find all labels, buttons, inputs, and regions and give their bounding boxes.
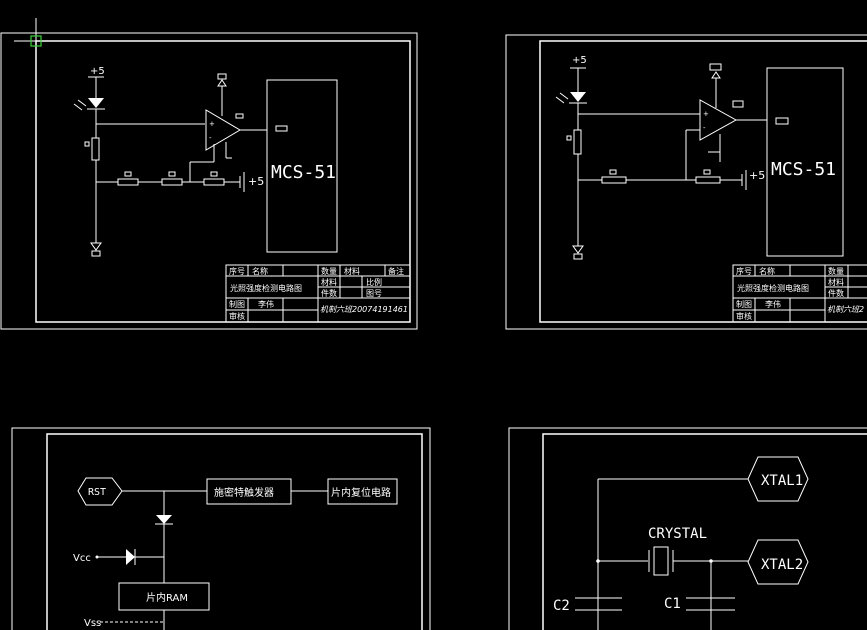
supply-label-right: +5 xyxy=(248,175,264,188)
mcu-block[interactable]: MCS-51 xyxy=(266,79,338,253)
svg-text:-: - xyxy=(703,124,706,132)
supply-arrow-icon xyxy=(217,79,227,87)
crystal-label: CRYSTAL xyxy=(648,526,707,542)
photodiode-branch[interactable]: +5 xyxy=(73,66,205,257)
tb-drawn: 制图 xyxy=(229,299,245,309)
sheet-outer-border xyxy=(11,427,431,630)
capacitor-c2[interactable]: C2 xyxy=(553,597,622,614)
vss-label: Vss xyxy=(84,618,101,629)
tb-ratio: 比例 xyxy=(366,277,382,287)
light-arrow-icon xyxy=(559,92,569,100)
reset-circuit-block[interactable]: 片内复位电路 xyxy=(327,478,398,505)
supply-label-right: +5 xyxy=(749,169,765,182)
xtal2-label: XTAL2 xyxy=(761,557,803,573)
tb-qty: 数量 xyxy=(321,266,337,276)
photodiode-branch[interactable]: +5 xyxy=(555,55,700,260)
tb-material2: 材料 xyxy=(828,277,844,287)
sheet-inner-border xyxy=(539,40,867,323)
sheet-bottom-right[interactable]: XTAL1 CRYSTAL XTAL2 C2 C1 xyxy=(508,427,867,630)
tb-name: 名称 xyxy=(252,266,268,276)
sheet-top-left[interactable]: +5 xyxy=(0,32,418,330)
tb-qty: 数量 xyxy=(828,266,844,276)
svg-text:+: + xyxy=(703,110,709,118)
tb-drawn-by: 李伟 xyxy=(258,299,274,309)
tb-name: 名称 xyxy=(759,266,775,276)
tb-remark: 备注 xyxy=(388,266,404,276)
tb-drawing-title: 光照强度检测电路图 xyxy=(230,283,302,293)
mcu-label: MCS-51 xyxy=(271,162,336,183)
op-amp[interactable]: + - xyxy=(205,73,288,159)
tb-material: 材料 xyxy=(344,266,360,276)
title-block[interactable]: 序号 名称 数量 材料 备注 光照强度检测电路图 材料 比例 件数 图号 制图 … xyxy=(225,264,411,323)
vcc-diode-icon xyxy=(126,549,135,565)
c2-label: C2 xyxy=(553,598,570,614)
ram-block[interactable]: 片内RAM Vss xyxy=(84,582,210,630)
schmitt-trigger-block[interactable]: 施密特触发器 xyxy=(206,478,328,505)
svg-text:-: - xyxy=(209,134,212,142)
capacitor-c1[interactable]: C1 xyxy=(664,561,735,630)
light-arrow-icon xyxy=(77,99,87,107)
tb-drawn-by: 李伟 xyxy=(765,299,781,309)
tb-checked: 审核 xyxy=(229,311,245,321)
tb-pieces: 件数 xyxy=(321,288,337,298)
mcu-label: MCS-51 xyxy=(771,159,836,180)
xtal1-label: XTAL1 xyxy=(761,473,803,489)
resistor-chain[interactable]: +5 xyxy=(96,144,264,192)
ram-label: 片内RAM xyxy=(146,591,188,604)
sheet-outer-border xyxy=(505,34,867,330)
tb-material2: 材料 xyxy=(321,277,337,287)
diode-chain[interactable]: Vcc xyxy=(73,491,173,583)
xtal2-pin[interactable]: XTAL2 xyxy=(747,539,809,585)
photodiode-icon xyxy=(88,98,104,108)
c1-label: C1 xyxy=(664,596,681,612)
resistor-chain[interactable]: +5 xyxy=(578,129,765,190)
sheet-bottom-left[interactable]: RST 施密特触发器 片内复位电路 Vcc 片内RAM xyxy=(11,427,431,630)
sheet-outer-border xyxy=(508,427,867,630)
crystal-body xyxy=(653,546,669,576)
reset-circuit-label: 片内复位电路 xyxy=(331,486,391,499)
tb-seq: 序号 xyxy=(736,266,752,276)
supply-label-top: +5 xyxy=(572,55,587,66)
ground-icon xyxy=(572,245,584,254)
rst-label: RST xyxy=(88,487,106,498)
supply-arrow-icon xyxy=(711,71,721,79)
sheet-top-right[interactable]: +5 +5 xyxy=(505,34,867,330)
tb-checked: 审核 xyxy=(736,311,752,321)
tb-drawn: 制图 xyxy=(736,299,752,309)
tb-drawing-no: 图号 xyxy=(366,289,382,298)
xtal2-pin-shape xyxy=(747,539,809,585)
sheet-inner-border xyxy=(542,433,867,630)
title-block[interactable]: 序号 名称 数量 光照强度检测电路图 材料 件数 制图 李伟 审核 机制六班2 xyxy=(732,264,867,323)
rst-pin-shape xyxy=(77,477,123,506)
op-amp[interactable]: + - xyxy=(699,63,789,162)
tb-drawing-title: 光照强度检测电路图 xyxy=(737,283,809,293)
sheet-inner-border xyxy=(35,40,411,323)
ground-icon xyxy=(90,242,102,251)
crosshair-cursor-icon[interactable] xyxy=(14,18,60,62)
tb-class-id: 机制六班2 xyxy=(827,305,864,314)
op-amp-triangle xyxy=(205,109,241,151)
sheet-inner-border xyxy=(46,433,423,630)
tb-class-id: 机制六班20074191461 xyxy=(320,305,408,314)
tb-pieces: 件数 xyxy=(828,288,844,298)
svg-text:+: + xyxy=(209,120,215,128)
supply-label-top: +5 xyxy=(90,66,105,77)
mcu-block[interactable]: MCS-51 xyxy=(766,67,844,257)
vcc-label: Vcc xyxy=(73,553,91,564)
xtal1-pin[interactable]: XTAL1 xyxy=(597,456,809,630)
reset-circuit-box xyxy=(327,478,398,505)
op-amp-triangle xyxy=(699,99,738,141)
sheet-outer-border xyxy=(0,32,418,330)
photodiode-icon xyxy=(570,92,586,102)
diode-icon xyxy=(156,515,172,524)
schmitt-label: 施密特触发器 xyxy=(214,486,274,499)
tb-seq: 序号 xyxy=(229,266,245,276)
mcu-rectangle xyxy=(766,67,844,257)
mcu-rectangle xyxy=(266,79,338,253)
